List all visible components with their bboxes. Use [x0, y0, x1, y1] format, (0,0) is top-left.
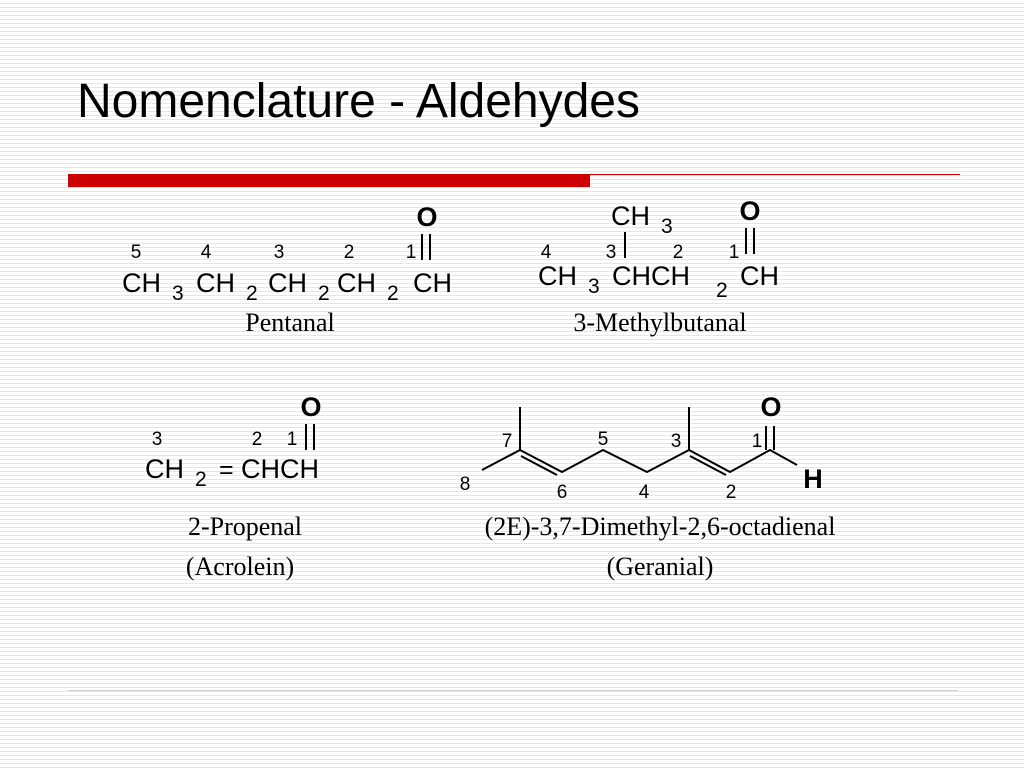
geranial-carbon-number: 6	[557, 482, 568, 503]
title-underline-rule	[590, 174, 960, 175]
pentanal-subscript: 2	[387, 282, 399, 305]
methylbutanal-structure: CH 3 O 4 3 2 1 CH 3 CHCH 2 CH	[538, 196, 779, 302]
methylbutanal-carbon-number: 3	[606, 242, 617, 263]
geranial-common-name: (Geranial)	[606, 552, 714, 581]
pentanal-group: CH	[413, 268, 452, 298]
propenal-carbon-number: 1	[287, 429, 298, 450]
pentanal-carbon-number: 4	[201, 242, 212, 263]
geranial-carbon-number: 3	[671, 431, 682, 452]
geranial-hydrogen: H	[803, 464, 823, 494]
slide-title: Nomenclature - Aldehydes	[77, 75, 640, 128]
methylbutanal-carbon-number: 1	[729, 242, 740, 263]
propenal-group: CHCH	[241, 454, 319, 484]
propenal-double-bond: =	[219, 456, 234, 484]
methylbutanal-subscript: 2	[716, 279, 728, 302]
pentanal-structure: O 5 4 3 2 1 CH 3 CH 2 CH 2 CH 2 CH	[122, 202, 452, 305]
geranial-structure: O H 8 7 6 5 4 3 2 1	[460, 392, 823, 503]
pentanal-carbon-number: 3	[274, 242, 285, 263]
pentanal-subscript: 3	[172, 282, 184, 305]
geranial-carbon-number: 1	[752, 431, 763, 452]
pentanal-group: CH	[196, 268, 235, 298]
title-underline-bar	[68, 174, 590, 187]
geranial-carbon-chain	[481, 448, 798, 474]
pentanal-name: Pentanal	[245, 308, 335, 337]
propenal-subscript: 2	[195, 468, 207, 491]
propenal-carbon-number: 2	[252, 429, 263, 450]
geranial-carbon-number: 2	[726, 482, 737, 503]
propenal-structure: O 3 2 1 CH 2 = CHCH	[145, 392, 322, 491]
methylbutanal-group: CHCH	[612, 261, 690, 291]
geranial-carbon-number: 8	[460, 474, 471, 495]
pentanal-subscript: 2	[246, 282, 258, 305]
footer-rule	[68, 690, 958, 691]
methylbutanal-carbon-number: 2	[673, 242, 684, 263]
propenal-common-name: (Acrolein)	[185, 552, 295, 581]
methylbutanal-name: 3-Methylbutanal	[573, 308, 747, 337]
propenal-carbon-number: 3	[152, 429, 163, 450]
geranial-oxygen: O	[760, 392, 781, 422]
pentanal-carbon-number: 2	[344, 242, 355, 263]
methylbutanal-oxygen: O	[739, 196, 760, 226]
geranial-carbon-number: 7	[502, 431, 513, 452]
methylbutanal-branch-subscript: 3	[661, 215, 673, 238]
pentanal-group: CH	[268, 268, 307, 298]
geranial-double-bond	[689, 455, 727, 476]
pentanal-group: CH	[122, 268, 161, 298]
pentanal-group: CH	[337, 268, 376, 298]
geranial-double-bond	[520, 455, 558, 476]
geranial-carbon-number: 4	[639, 482, 650, 503]
geranial-carbon-number: 5	[598, 429, 609, 450]
methylbutanal-group: CH	[538, 261, 577, 291]
methylbutanal-branch-group: CH	[611, 201, 650, 231]
methylbutanal-subscript: 3	[588, 275, 600, 298]
pentanal-subscript: 2	[318, 282, 330, 305]
pentanal-oxygen: O	[416, 202, 437, 232]
pentanal-carbon-number: 1	[406, 242, 417, 263]
methylbutanal-carbon-number: 4	[541, 242, 552, 263]
propenal-name: 2-Propenal	[187, 512, 303, 541]
geranial-name: (2E)-3,7-Dimethyl-2,6-octadienal	[484, 512, 836, 541]
methylbutanal-group: CH	[740, 261, 779, 291]
pentanal-carbon-number: 5	[131, 242, 142, 263]
propenal-group: CH	[145, 454, 184, 484]
propenal-oxygen: O	[300, 392, 321, 422]
